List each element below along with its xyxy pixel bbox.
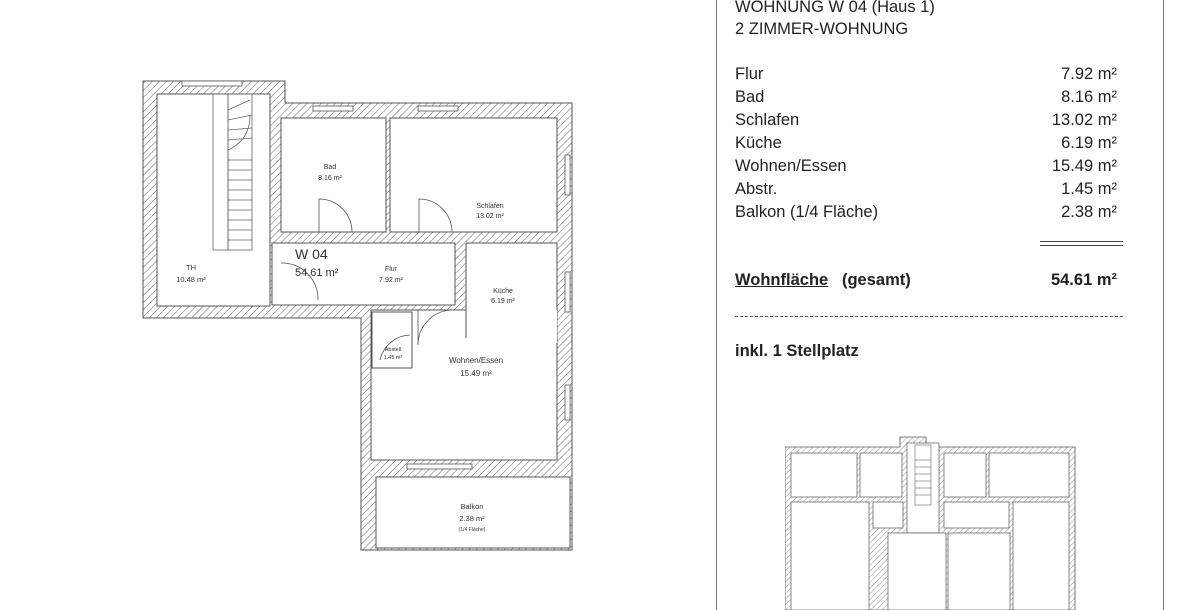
building-key-plan: [785, 436, 1076, 610]
room-th: [156, 93, 271, 307]
room-abstell: [371, 311, 413, 369]
staircase: [212, 93, 253, 251]
room-area-bad: 8.16 m²: [318, 175, 342, 182]
area-row: Abstr. 1.45 m²: [735, 180, 1117, 199]
area-label: Abstr.: [735, 180, 778, 198]
sum-double-rule: [1040, 241, 1123, 246]
parking-note: inkl. 1 Stellplatz: [735, 342, 859, 360]
area-row: Küche 6.19 m²: [735, 134, 1117, 153]
room-area-flur: 7.92 m²: [379, 277, 403, 284]
doors: [280, 198, 454, 361]
area-row: Bad 8.16 m²: [735, 88, 1117, 107]
summary-panel: WOHNUNG W 04 (Haus 1) 2 ZIMMER-WOHNUNG F…: [716, 0, 1164, 610]
room-label-balkon: Balkon: [461, 502, 484, 511]
room-label-kueche: Küche: [493, 288, 513, 295]
unit-label: W 04: [295, 246, 328, 262]
area-label: Bad: [735, 88, 765, 106]
area-row: Wohnen/Essen 15.49 m²: [735, 157, 1117, 176]
area-value: 6.19 m²: [1061, 134, 1117, 152]
area-value: 8.16 m²: [1061, 88, 1117, 106]
windows: [181, 80, 571, 470]
room-area-kueche: 6.19 m²: [491, 298, 515, 305]
area-label: Schlafen: [735, 111, 800, 129]
room-schlafen: [389, 117, 558, 233]
room-label-th: TH: [186, 263, 196, 272]
area-value: 7.92 m²: [1061, 65, 1117, 83]
area-label: Küche: [735, 134, 782, 152]
room-label-schlafen: Schlafen: [476, 203, 503, 210]
area-label: Balkon (1/4 Fläche): [735, 203, 879, 221]
room-bad: [280, 117, 387, 233]
room-flur: [271, 242, 456, 306]
room-balkon: [375, 476, 571, 549]
total-label: Wohnfläche: [735, 271, 829, 289]
room-note-balkon: (1/4 Fläche): [459, 527, 486, 533]
area-value: 1.45 m²: [1061, 180, 1117, 198]
area-label: Flur: [735, 65, 764, 83]
room-area-balkon: 2.38 m²: [459, 514, 485, 523]
room-label-wohnen: Wohnen/Essen: [449, 356, 503, 365]
room-area-abstell: 1.45 m²: [384, 355, 403, 361]
dashed-divider: [735, 316, 1123, 317]
area-value: 2.38 m²: [1061, 203, 1117, 221]
unit-title: WOHNUNG W 04 (Haus 1): [735, 0, 935, 16]
unit-area: 54.61 m²: [295, 267, 339, 279]
room-area-wohnen: 15.49 m²: [460, 369, 492, 378]
total-qualifier: (gesamt): [841, 271, 911, 289]
room-label-flur: Flur: [385, 266, 398, 273]
area-row: Balkon (1/4 Fläche) 2.38 m²: [735, 203, 1117, 222]
room-label-abstell: Abstell: [385, 347, 402, 353]
room-area-schlafen: 13.02 m²: [476, 213, 504, 220]
room-kueche: [466, 243, 557, 343]
total-value: 54.61 m²: [1050, 271, 1117, 289]
total-row: Wohnfläche (gesamt) 54.61 m²: [735, 271, 1117, 290]
area-value: 15.49 m²: [1051, 157, 1117, 175]
area-row: Flur 7.92 m²: [735, 65, 1117, 84]
area-row: Schlafen 13.02 m²: [735, 111, 1117, 130]
floor-plan: TH 10.48 m² Bad 8.16 m² Schlafen 13.02 m…: [142, 80, 573, 551]
room-area-th: 10.48 m²: [176, 275, 206, 284]
room-label-bad: Bad: [324, 164, 337, 171]
area-value: 13.02 m²: [1051, 111, 1117, 129]
area-label: Wohnen/Essen: [735, 157, 847, 175]
unit-subtitle: 2 ZIMMER-WOHNUNG: [735, 20, 909, 38]
